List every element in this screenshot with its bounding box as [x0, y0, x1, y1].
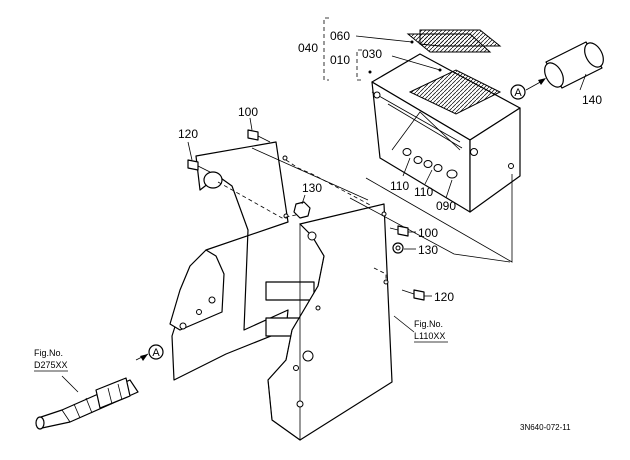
marker-a-bottom: A — [148, 344, 164, 360]
callout-120-top: 120 — [178, 127, 198, 141]
box-cover-010 — [371, 53, 521, 213]
svg-text:A: A — [152, 347, 160, 359]
callout-110-b: 110 — [414, 185, 433, 199]
svg-text:Fig.No.: Fig.No. — [414, 319, 443, 329]
leader-030 — [391, 55, 441, 71]
callout-060: 060 — [330, 29, 350, 43]
sleeve-140 — [544, 41, 604, 89]
leader-100-top — [249, 117, 253, 131]
fig-ref-left: Fig.No. D275XX — [34, 348, 68, 372]
leader-130-mid — [301, 194, 306, 205]
leader-110-a — [402, 157, 411, 177]
callout-130-right: 130 — [418, 243, 438, 257]
leader-110-b — [424, 169, 433, 185]
callout-040: 040 — [298, 41, 318, 55]
leader-090 — [445, 179, 453, 199]
bolt-120-right — [401, 289, 425, 301]
splined-shaft — [35, 377, 139, 430]
arrow-a-top-head — [538, 78, 546, 85]
bolt-100-right — [389, 225, 409, 237]
leader-fig-left — [61, 375, 79, 393]
leader-030-dot — [438, 68, 442, 72]
drawing-code: 3N640-072-11 — [520, 423, 571, 432]
callout-030: 030 — [362, 47, 382, 61]
washer-group-110 — [402, 148, 458, 179]
leader-060-dot — [410, 40, 414, 44]
callout-110-a: 110 — [390, 179, 409, 193]
fig-ref-right: Fig.No. L110XX — [414, 319, 448, 343]
callout-130-mid: 130 — [302, 181, 322, 195]
callout-090: 090 — [436, 199, 456, 213]
leader-060 — [355, 35, 413, 43]
callout-100-top: 100 — [238, 105, 258, 119]
arrow-a-bottom-head — [140, 354, 148, 361]
callout-140: 140 — [582, 93, 602, 107]
svg-text:Fig.No.: Fig.No. — [34, 348, 63, 358]
marker-a-top: A — [510, 84, 526, 100]
callout-120-right: 120 — [434, 290, 454, 304]
guide-line-3 — [251, 147, 369, 201]
svg-text:L110XX: L110XX — [414, 331, 445, 341]
top-cover-plate-060 — [406, 29, 502, 53]
leader-fig-right — [393, 315, 415, 333]
leader-140 — [579, 73, 587, 91]
bracket-010 — [356, 49, 362, 81]
left-bracket-plate — [169, 141, 315, 381]
leader-120-top — [187, 141, 193, 161]
callout-010: 010 — [330, 53, 350, 67]
leader-010-dot — [368, 70, 372, 74]
washer-130-right — [392, 242, 404, 254]
callout-100-right: 100 — [418, 226, 438, 240]
guide-line-1 — [365, 174, 513, 263]
guide-line-2 — [349, 197, 511, 263]
right-bracket-plate — [267, 203, 393, 441]
bracket-040 — [323, 17, 329, 81]
svg-text:D275XX: D275XX — [34, 360, 68, 370]
assembly-line-3 — [285, 159, 373, 207]
bolt-120-top — [187, 159, 211, 173]
assembly-line-1 — [217, 181, 301, 219]
nut-130-mid — [293, 201, 311, 219]
svg-text:A: A — [514, 87, 522, 99]
bolt-100-top — [247, 129, 271, 143]
